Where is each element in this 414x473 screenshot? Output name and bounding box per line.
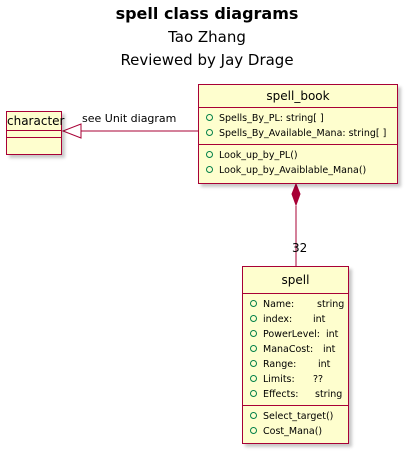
- class-name: spell: [281, 273, 310, 287]
- diagram-title: spell class diagrams: [115, 4, 299, 23]
- public-visibility-icon: [250, 427, 257, 434]
- attributes-section: [7, 130, 61, 137]
- public-visibility-icon: [250, 300, 257, 307]
- diagram-reviewer: Reviewed by Jay Drage: [120, 51, 294, 69]
- method-row: Look_up_by_PL(): [206, 148, 397, 163]
- composition-diamond: [291, 182, 301, 207]
- public-visibility-icon: [206, 151, 213, 158]
- attribute-row: Name:string: [250, 297, 348, 312]
- attributes-section: Name:string index:int PowerLevel:int Man…: [243, 293, 348, 405]
- attribute-row: PowerLevel:int: [250, 327, 348, 342]
- class-spell-book[interactable]: spell_book Spells_By_PL: string[ ] Spell…: [198, 84, 398, 184]
- public-visibility-icon: [250, 390, 257, 397]
- attribute-row: index:int: [250, 312, 348, 327]
- attribute-row: Spells_By_Available_Mana: string[ ]: [206, 126, 397, 141]
- method-row: Look_up_by_Avaiblable_Mana(): [206, 163, 397, 178]
- public-visibility-icon: [250, 345, 257, 352]
- attribute-row: Range:int: [250, 357, 348, 372]
- attribute-row: Limits:??: [250, 372, 348, 387]
- attributes-section: Spells_By_PL: string[ ] Spells_By_Availa…: [199, 107, 397, 144]
- methods-section: Select_target() Cost_Mana(): [243, 405, 348, 442]
- class-spell[interactable]: spell Name:string index:int PowerLevel:i…: [242, 266, 349, 444]
- methods-section: Look_up_by_PL() Look_up_by_Avaiblable_Ma…: [199, 144, 397, 181]
- method-row: Cost_Mana(): [250, 424, 348, 439]
- attribute-row: Effects:string: [250, 387, 348, 402]
- generalization-label: see Unit diagram: [82, 112, 177, 125]
- methods-section: [7, 137, 61, 144]
- public-visibility-icon: [250, 412, 257, 419]
- class-character[interactable]: character: [6, 111, 65, 155]
- public-visibility-icon: [250, 315, 257, 322]
- class-name: spell_book: [266, 89, 330, 103]
- public-visibility-icon: [206, 166, 213, 173]
- diagram-author: Tao Zhang: [168, 28, 246, 46]
- attribute-row: ManaCost:int: [250, 342, 348, 357]
- public-visibility-icon: [250, 375, 257, 382]
- public-visibility-icon: [250, 330, 257, 337]
- public-visibility-icon: [206, 129, 213, 136]
- generalization-arrowhead: [61, 123, 82, 139]
- public-visibility-icon: [206, 114, 213, 121]
- class-name: character: [7, 114, 65, 128]
- composition-multiplicity: 32: [292, 241, 308, 255]
- public-visibility-icon: [250, 360, 257, 367]
- method-row: Select_target(): [250, 409, 348, 424]
- attribute-row: Spells_By_PL: string[ ]: [206, 111, 397, 126]
